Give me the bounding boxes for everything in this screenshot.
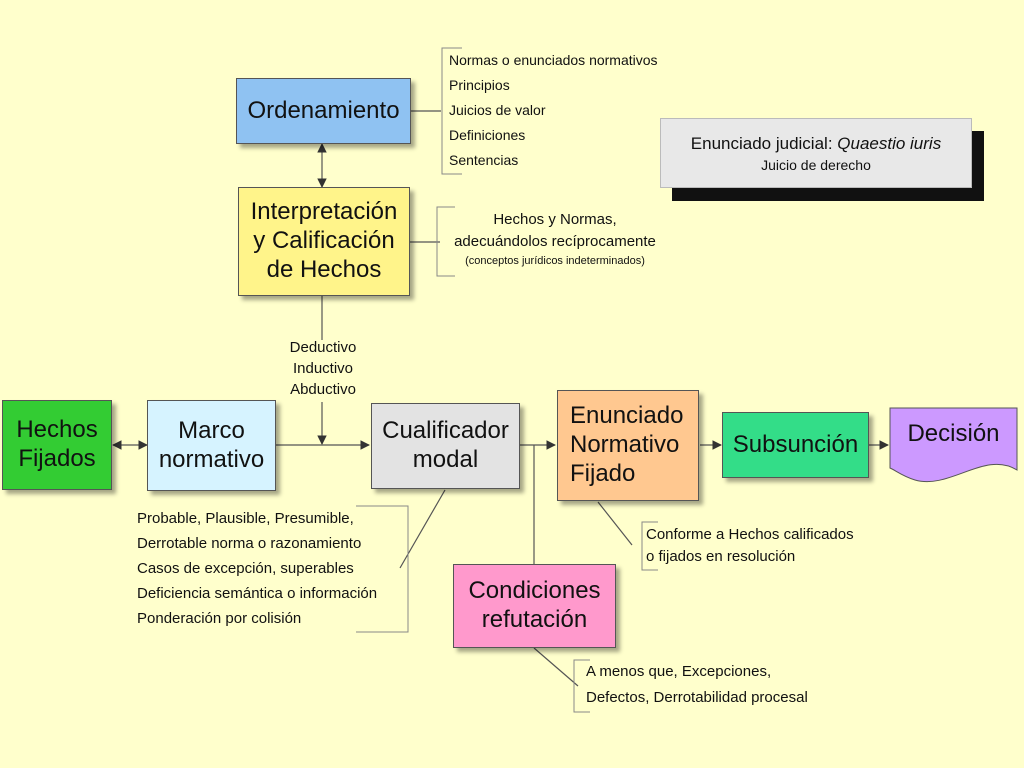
judicial-subtitle: Juicio de derecho (761, 156, 871, 173)
decision-shape (889, 407, 1018, 483)
node-marco-normativo-label: Marco normativo (158, 416, 265, 473)
node-hechos-fijados-label: Hechos Fijados (16, 416, 98, 472)
node-condiciones-refutacion: Condiciones refutación (453, 564, 616, 648)
ordenamiento-list-item: Juicios de valor (449, 102, 546, 118)
node-decision-label: Decisión (907, 420, 1000, 447)
razonamiento-item: Inductivo (292, 360, 354, 377)
cualificador-list-item: Deficiencia semántica o información (137, 585, 378, 602)
cualificador-list: Probable, Plausible, Presumible, Derrota… (137, 511, 377, 636)
interpretacion-note: Hechos y Normas, adecuándolos recíprocam… (440, 212, 670, 274)
node-hechos-fijados: Hechos Fijados (2, 400, 112, 490)
node-cualificador-modal-label: Cualificador modal (382, 417, 509, 473)
interpretacion-note-line: adecuándolos recíprocamente (454, 233, 656, 250)
ordenamiento-list-item: Normas o enunciados normativos (449, 52, 658, 68)
node-subsuncion-label: Subsunción (732, 430, 859, 458)
bracket-condiciones-note (573, 659, 590, 713)
bracket-enunciado-note (641, 521, 658, 571)
node-enunciado-normativo: Enunciado Normativo Fijado (557, 390, 699, 501)
node-condiciones-refutacion-label: Condiciones refutación (468, 577, 601, 633)
bracket-cualificador-list (356, 505, 409, 633)
node-cualificador-modal: Cualificador modal (371, 403, 520, 489)
node-enunciado-normativo-label: Enunciado Normativo Fijado (570, 402, 684, 487)
enunciado-note: Conforme a Hechos calificados o fijados … (646, 527, 854, 571)
interpretacion-note-line: (conceptos jurídicos indeterminados) (465, 255, 645, 267)
pointer-cualificador-list (399, 489, 446, 569)
node-ordenamiento: Ordenamiento (236, 78, 411, 144)
cualificador-list-item: Ponderación por colisión (137, 610, 302, 627)
razonamiento-list: Deductivo Inductivo Abductivo (280, 340, 366, 403)
ordenamiento-list-item: Definiciones (449, 127, 526, 143)
judicial-title-italic: Quaestio iuris (837, 133, 942, 153)
bracket-ordenamiento-list (441, 47, 462, 175)
enunciado-note-line: o fijados en resolución (646, 548, 796, 565)
ordenamiento-list-item: Principios (449, 77, 510, 93)
cualificador-list-item: Casos de excepción, superables (137, 560, 354, 577)
node-interpretacion: Interpretación y Calificación de Hechos (238, 187, 410, 296)
ordenamiento-list: Normas o enunciados normativos Principio… (449, 53, 658, 178)
pointer-enunciado-note (597, 501, 633, 546)
judicial-card: Enunciado judicial: Quaestio iuris Juici… (660, 118, 972, 188)
condiciones-note: A menos que, Excepciones, Defectos, Derr… (586, 664, 808, 716)
razonamiento-item: Abductivo (290, 381, 356, 398)
node-interpretacion-label: Interpretación y Calificación de Hechos (250, 198, 398, 283)
node-subsuncion: Subsunción (722, 412, 869, 478)
ordenamiento-list-item: Sentencias (449, 152, 519, 168)
pointer-condiciones-note (533, 647, 579, 687)
node-decision: Decisión (890, 420, 1017, 448)
condiciones-note-line: Defectos, Derrotabilidad procesal (586, 689, 808, 706)
cualificador-list-item: Derrotable norma o razonamiento (137, 535, 362, 552)
condiciones-note-line: A menos que, Excepciones, (586, 663, 772, 680)
judicial-title-prefix: Enunciado judicial: (690, 133, 838, 153)
node-ordenamiento-label: Ordenamiento (247, 96, 400, 124)
enunciado-note-line: Conforme a Hechos calificados (646, 526, 854, 543)
bracket-interpretacion-note (436, 206, 455, 277)
judicial-title: Enunciado judicial: Quaestio iuris (691, 134, 941, 154)
node-marco-normativo: Marco normativo (147, 400, 276, 491)
interpretacion-note-line: Hechos y Normas, (493, 211, 617, 228)
cualificador-list-item: Probable, Plausible, Presumible, (137, 510, 354, 527)
razonamiento-item: Deductivo (289, 339, 357, 356)
